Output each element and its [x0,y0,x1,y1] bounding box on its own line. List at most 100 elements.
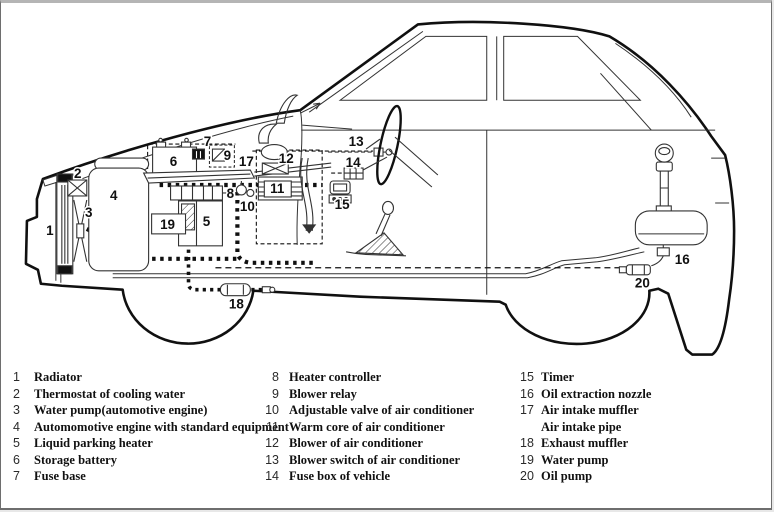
callout-number-16: 16 [675,252,690,267]
exhaust-muffler-shape [219,283,276,297]
dash-top-line [302,124,353,130]
callout-number-10: 10 [240,199,255,214]
radiator-shape [56,173,74,275]
rear-window [503,35,642,101]
legend-label: Air intake muffler [541,403,639,417]
callout-number-12: 12 [279,151,294,166]
engine-shape [88,157,150,272]
air-intake-muffler-shape [142,162,332,184]
callout-number-3: 3 [85,205,92,220]
legend-row: 15 Timer [520,369,651,386]
wiper-shape [275,94,299,124]
legend-number: 12 [265,436,279,450]
legend-row: 3 Water pump(automotive engine) [13,402,289,419]
legend-number: 17 [520,403,534,417]
legend-number: 15 [520,370,534,384]
callout-number-11: 11 [270,181,285,196]
callout-number-13: 13 [349,134,364,149]
callout-number-14: 14 [346,155,361,170]
hatch-inner-line [615,42,692,118]
legend-number: 19 [520,452,534,467]
exhaust-pipe-line [186,234,263,292]
blower-relay-shape [208,144,235,168]
heater-controller-shape [170,185,227,201]
legend-row: 17 Air intake muffler [520,402,651,419]
battery-shape [152,137,198,175]
engine-fan-shape [73,199,88,262]
callout-number-6: 6 [170,154,177,169]
legend-number: 18 [520,436,534,450]
callout-number-7: 7 [204,134,211,149]
legend-label: Fuse base [34,469,86,483]
legend-label: Blower relay [289,386,357,401]
legend-label: Exhaust muffler [541,436,629,450]
legend-number: 14 [265,469,279,483]
callout-number-17: 17 [239,154,254,169]
legend-number: 2 [13,386,20,401]
callout-number-9: 9 [224,148,231,163]
legend-label: Fuse box of vehicle [289,469,391,483]
legend-number: 6 [13,452,20,467]
legend-row: 19 Water pump [520,452,651,469]
cowl-line [299,110,303,156]
fuse-base-shape [191,148,206,160]
legend-number: 5 [13,436,20,450]
legend-row: Air intake pipe [520,419,651,436]
callout-number-15: 15 [335,197,350,212]
legend-label: Warm core of air conditioner [289,419,445,434]
legend-label: Adjustable valve of air conditioner [289,403,475,417]
legend-number: 1 [13,370,20,384]
oil-extraction-nozzle-shape [651,244,670,267]
legend-label: Air intake pipe [541,419,622,434]
adjustable-valve-shape [235,181,255,198]
callout-number-4: 4 [110,188,118,203]
legend-label: Timer [541,370,575,384]
cowl-duct-shapes [258,94,321,234]
blower-shape [260,144,289,175]
rear-panel-notches [711,157,730,204]
legend-number: 3 [13,403,20,417]
legend-label: Thermostat of cooling water [34,386,186,401]
legend-label: Water pump [541,452,609,467]
windshield-inner-line [308,30,424,113]
legend-label: Oil extraction nozzle [541,386,652,401]
water-pump-shape [151,213,187,235]
fuel-tank-shape [634,205,708,246]
legend-label: Blower of air conditioner [289,436,423,450]
legend-label: Automomotive engine with standard equipm… [34,419,289,434]
legend-label: Heater controller [289,370,382,384]
legend-row: 14 Fuse box of vehicle [251,468,474,485]
legend-row: 9 Blower relay [251,386,474,403]
steering-column-lines [388,136,439,188]
legend-number: 16 [520,386,534,401]
front-window [338,35,488,101]
legend-row: 8 Heater controller [251,369,474,386]
legend-number: 4 [13,419,20,434]
legend-label: Water pump(automotive engine) [34,403,208,417]
legend-label: Oil pump [541,469,593,483]
callout-number-1: 1 [46,223,54,238]
callout-number-2: 2 [74,166,81,181]
legend-row: 12 Blower of air conditioner [251,435,474,452]
firewall-line [296,155,302,245]
legend-number: 9 [272,386,279,401]
callout-number-19: 19 [160,217,175,232]
callout-number-18: 18 [229,297,244,312]
legend-row: 2 Thermostat of cooling water [13,386,289,403]
legend-number: 8 [272,370,279,384]
legend-row: 4 Automomotive engine with standard equip… [13,419,289,436]
label-leader-lines [362,138,388,171]
oil-pump-shape [618,264,651,276]
c-pillar-line [600,72,652,131]
legend-number: 13 [265,452,279,467]
